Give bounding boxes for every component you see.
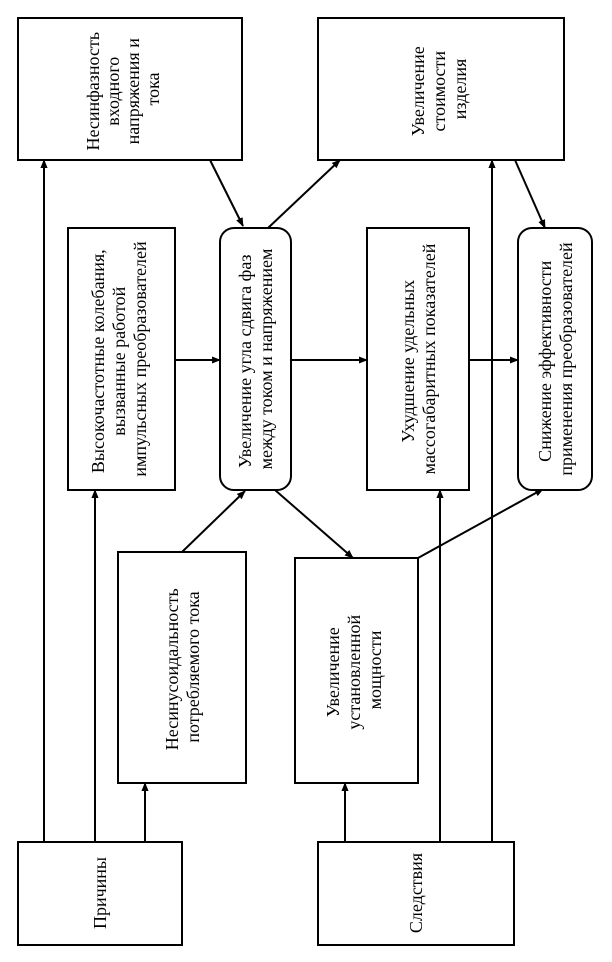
label-massogab: Ухудшение удельных массогабаритных показ…	[398, 243, 439, 474]
arrow-moshnost-to-effektivnost	[417, 488, 544, 559]
label-ugol: Увеличение угла сдвига фаз между током и…	[235, 249, 276, 470]
box-stoimost: Увеличение стоимости изделия	[317, 17, 565, 161]
box-effektivnost: Снижение эффективности применения преобр…	[517, 227, 593, 491]
arrow-stoimost-to-effektivnost	[514, 159, 546, 229]
box-sledstviya: Следствия	[317, 841, 515, 946]
box-prichiny: Причины	[17, 841, 183, 946]
label-sledstviya: Следствия	[406, 853, 426, 933]
label-nesinfaznost: Несинфазность входного напряжения и тока	[83, 27, 163, 150]
label-nesinus: Несинусоидальность потребляемого тока	[162, 584, 203, 750]
label-stoimost: Увеличение стоимости изделия	[408, 42, 470, 137]
label-prichiny: Причины	[90, 857, 110, 929]
label-moshnost: Увеличение установленной мощности	[323, 610, 385, 729]
arrow-ugol-to-stoimost	[267, 159, 341, 229]
box-nesinfaznost: Несинфазность входного напряжения и тока	[17, 17, 243, 161]
connectors	[40, 159, 546, 842]
box-moshnost: Увеличение установленной мощности	[294, 557, 419, 784]
box-nesinus: Несинусоидальность потребляемого тока	[117, 551, 247, 784]
arrow-nesinfaznost-to-ugol	[209, 159, 244, 227]
box-vch: Высокочастотные колебания, вызванные раб…	[67, 227, 176, 491]
box-ugol: Увеличение угла сдвига фаз между током и…	[219, 227, 292, 491]
label-vch: Высокочастотные колебания, вызванные раб…	[88, 241, 150, 477]
arrow-ugol-to-moshnost	[274, 489, 354, 559]
box-massogab: Ухудшение удельных массогабаритных показ…	[366, 227, 470, 491]
arrow-nesinus-to-ugol	[181, 490, 246, 553]
label-effektivnost: Снижение эффективности применения преобр…	[535, 242, 576, 476]
